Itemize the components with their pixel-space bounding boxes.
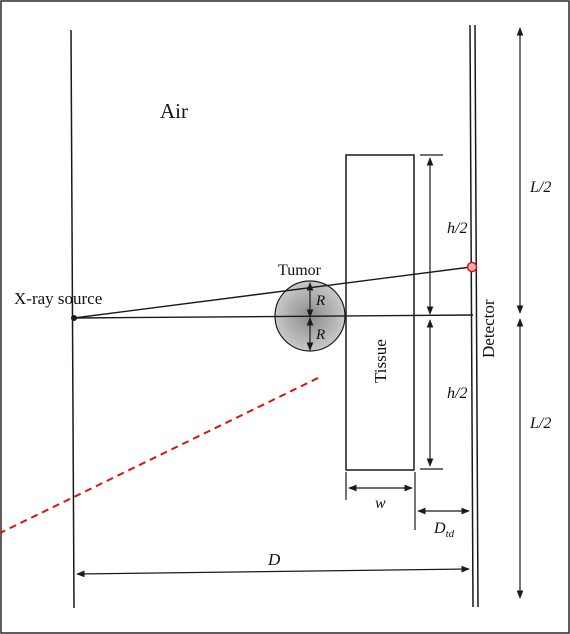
red-dashed-line (0, 377, 319, 534)
tissue-slab (345, 154, 415, 471)
l-bottom-label: L/2 (529, 415, 551, 432)
h-bottom-label: h/2 (447, 385, 467, 402)
dtd-label: Dtd (433, 520, 455, 540)
central-ray (73, 314, 474, 319)
detector-hit-point (466, 261, 478, 273)
source-label: X-ray source (14, 289, 102, 308)
oblique-ray (73, 266, 472, 319)
tissue-label: Tissue (371, 339, 390, 383)
detector-plate (469, 24, 479, 608)
detector-label: Detector (479, 299, 498, 358)
l-top-label: L/2 (529, 179, 551, 196)
air-label: Air (160, 99, 188, 123)
d-arrow (76, 565, 470, 578)
w-label: w (375, 495, 386, 512)
h-top-label: h/2 (447, 220, 467, 237)
radius-bottom-label: R (315, 327, 325, 343)
tumor-label: Tumor (278, 262, 322, 279)
d-label: D (267, 550, 281, 569)
radius-top-label: R (315, 293, 325, 309)
source-point (71, 315, 77, 321)
